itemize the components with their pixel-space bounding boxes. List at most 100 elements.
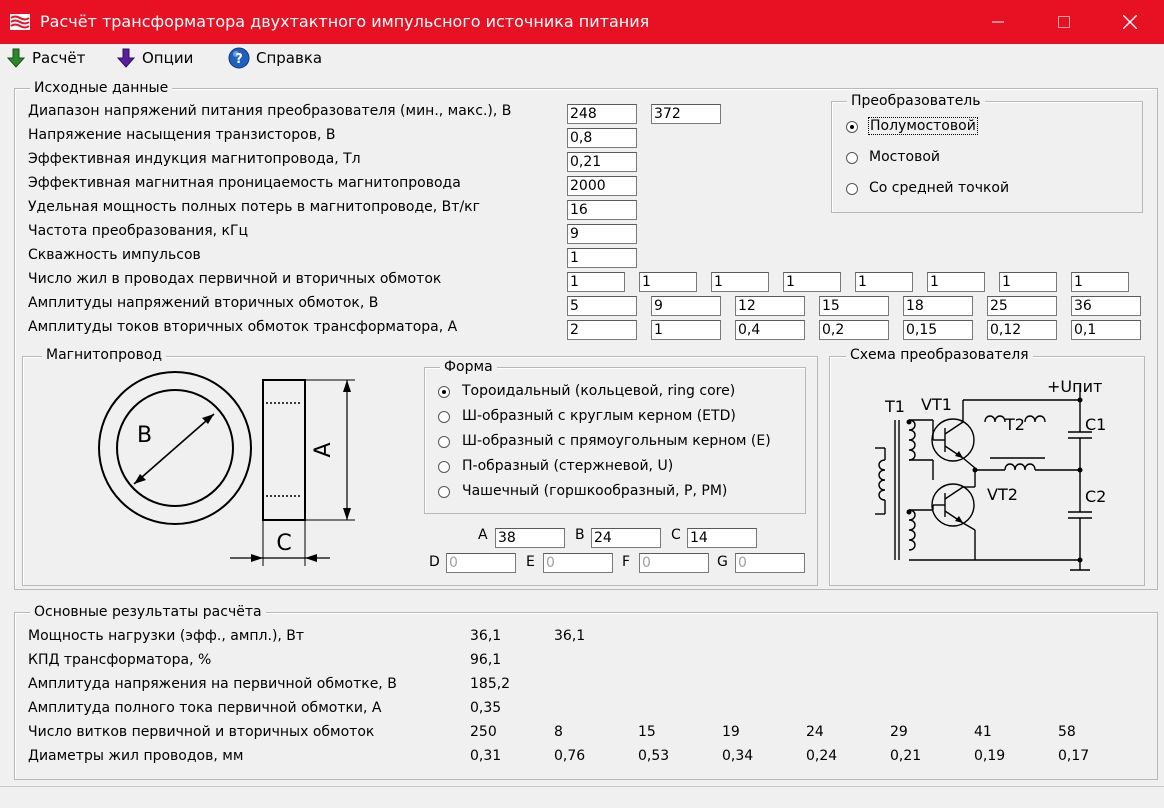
maximize-button[interactable] (1031, 0, 1097, 44)
converter-radio-halfbridge[interactable] (846, 121, 858, 133)
menu-options[interactable]: Опции (116, 46, 193, 70)
shape-label-pot[interactable]: Чашечный (горшкообразный, P, PM) (462, 483, 728, 499)
result-label-power: Мощность нагрузки (эфф., ампл.), Вт (28, 628, 305, 644)
menu-calc[interactable]: Расчёт (6, 46, 85, 70)
shape-radio-e[interactable] (438, 436, 450, 448)
induction-input[interactable]: 0,21 (567, 152, 637, 172)
dim-c-input[interactable]: 14 (687, 528, 757, 548)
dim-d-input: 0 (446, 553, 516, 573)
sec-voltage-input-4[interactable]: 15 (819, 296, 889, 316)
converter-label-halfbridge[interactable]: Полумостовой (868, 117, 978, 135)
dim-e-input: 0 (543, 553, 613, 573)
input-label-induction: Эффективная индукция магнитопровода, Тл (28, 151, 361, 167)
shape-label-u[interactable]: П-образный (стержневой, U) (462, 458, 674, 474)
saturation-input[interactable]: 0,8 (567, 128, 637, 148)
sec-voltage-input-7[interactable]: 36 (1071, 296, 1141, 316)
strands-input-3[interactable]: 1 (711, 272, 769, 292)
converter-label-bridge[interactable]: Мостовой (869, 149, 940, 165)
result-label-efficiency: КПД трансформатора, % (28, 652, 212, 668)
core-diagram: B A C (98, 371, 355, 566)
dim-e-label: E (526, 554, 535, 570)
core-group (22, 356, 818, 586)
schematic-label-upit: +Uпит (1047, 377, 1102, 396)
menu-help-label: Справка (256, 49, 323, 67)
shape-radio-u[interactable] (438, 461, 450, 473)
core-group-title: Магнитопровод (42, 347, 167, 363)
shape-radio-toroid[interactable] (438, 386, 450, 398)
shape-radio-etd[interactable] (438, 411, 450, 423)
close-button[interactable] (1097, 0, 1163, 44)
result-value: 15 (638, 724, 656, 740)
menu-calc-label: Расчёт (32, 49, 86, 67)
sec-current-input-2[interactable]: 1 (651, 320, 721, 340)
sec-voltage-input-2[interactable]: 9 (651, 296, 721, 316)
result-label-diameters: Диаметры жил проводов, мм (28, 748, 244, 764)
converter-label-centertap[interactable]: Со средней точкой (869, 180, 1010, 196)
schematic-label-c2: C2 (1085, 487, 1106, 506)
result-value: 0,35 (470, 700, 502, 716)
sec-voltage-input-3[interactable]: 12 (735, 296, 805, 316)
sec-current-input-5[interactable]: 0,15 (903, 320, 973, 340)
status-bar (0, 786, 1164, 808)
schematic-label-vt1: VT1 (921, 395, 952, 414)
strands-input-6[interactable]: 1 (927, 272, 985, 292)
converter-radio-bridge[interactable] (846, 152, 858, 164)
sec-current-input-1[interactable]: 2 (567, 320, 637, 340)
core-dim-b-label: B (137, 423, 152, 448)
title-bar: Расчёт трансформатора двухтактного импул… (0, 0, 1164, 44)
dim-b-input[interactable]: 24 (591, 528, 661, 548)
result-value: 185,2 (470, 676, 511, 692)
converter-group-title: Преобразователь (847, 93, 985, 109)
sec-current-input-4[interactable]: 0,2 (819, 320, 889, 340)
input-label-permeability: Эффективная магнитная проницаемость магн… (28, 175, 461, 191)
shape-radio-pot[interactable] (438, 486, 450, 498)
strands-input-8[interactable]: 1 (1071, 272, 1129, 292)
arrow-down-icon (116, 48, 136, 68)
sec-voltage-input-5[interactable]: 18 (903, 296, 973, 316)
minimize-button[interactable] (965, 0, 1031, 44)
result-value: 19 (722, 724, 740, 740)
converter-schematic: T1 VT1 T2 VT2 C1 C2 +Uпит (875, 377, 1106, 571)
result-value: 8 (554, 724, 563, 740)
app-icon (10, 14, 30, 30)
converter-radio-centertap[interactable] (846, 183, 858, 195)
strands-input-2[interactable]: 1 (639, 272, 697, 292)
menu-options-label: Опции (142, 49, 194, 67)
frequency-input[interactable]: 9 (567, 224, 637, 244)
schematic-label-t1: T1 (884, 397, 905, 416)
dim-f-label: F (622, 554, 631, 570)
menu-help[interactable]: ? Справка (228, 46, 322, 70)
shape-label-toroid[interactable]: Тороидальный (кольцевой, ring core) (462, 383, 736, 399)
sec-current-input-6[interactable]: 0,12 (987, 320, 1057, 340)
dim-c-label: C (671, 527, 681, 543)
strands-input-7[interactable]: 1 (999, 272, 1057, 292)
close-icon (1123, 15, 1137, 29)
input-label-frequency: Частота преобразования, кГц (28, 223, 249, 239)
vmax-input[interactable]: 372 (651, 104, 721, 124)
result-value: 0,21 (890, 748, 922, 764)
arrow-down-icon (6, 48, 26, 68)
shape-group-title: Форма (440, 359, 497, 375)
loss-input[interactable]: 16 (567, 200, 637, 220)
input-group (14, 88, 1158, 590)
result-value: 36,1 (554, 628, 586, 644)
input-label-sec-voltages: Амплитуды напряжений вторичных обмоток, … (28, 295, 379, 311)
permeability-input[interactable]: 2000 (567, 176, 637, 196)
strands-input-1[interactable]: 1 (567, 272, 625, 292)
sec-current-input-7[interactable]: 0,1 (1071, 320, 1141, 340)
result-label-primary-current: Амплитуда полного тока первичной обмотки… (28, 700, 382, 716)
shape-label-e[interactable]: Ш-образный с прямоугольным керном (E) (462, 433, 771, 449)
sec-current-input-3[interactable]: 0,4 (735, 320, 805, 340)
duty-input[interactable]: 1 (567, 248, 637, 268)
shape-label-etd[interactable]: Ш-образный с круглым керном (ETD) (462, 408, 736, 424)
results-group (14, 612, 1158, 780)
strands-input-4[interactable]: 1 (783, 272, 841, 292)
sec-voltage-input-6[interactable]: 25 (987, 296, 1057, 316)
dim-a-input[interactable]: 38 (495, 528, 565, 548)
strands-input-5[interactable]: 1 (855, 272, 913, 292)
result-label-turns: Число витков первичной и вторичных обмот… (28, 724, 375, 740)
vmin-input[interactable]: 248 (567, 104, 637, 124)
sec-voltage-input-1[interactable]: 5 (567, 296, 637, 316)
result-value: 0,31 (470, 748, 502, 764)
schematic-label-vt2: VT2 (987, 485, 1018, 504)
